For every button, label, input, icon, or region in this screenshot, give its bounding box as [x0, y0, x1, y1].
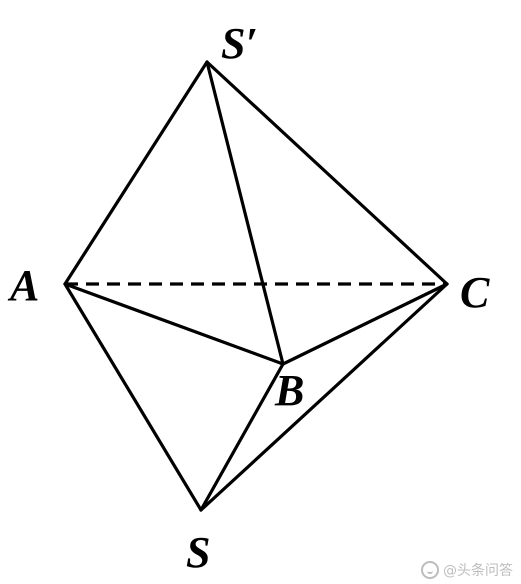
smiley-icon — [421, 561, 439, 579]
edge-b-c — [281, 282, 449, 366]
edge-sprime-a — [63, 60, 209, 286]
edge-a-b — [63, 282, 285, 366]
edge-s-b — [199, 362, 285, 512]
edge-a-s — [63, 282, 203, 512]
edge-s-c — [199, 282, 449, 512]
vertex-label-s-prime: S′ — [221, 19, 258, 68]
watermark-text: @头条问答 — [443, 563, 513, 579]
vertex-label-b: B — [274, 366, 304, 415]
vertex-label-s: S — [186, 528, 210, 577]
watermark: @头条问答 — [421, 560, 513, 580]
vertex-label-c: C — [460, 268, 490, 317]
edge-sprime-b — [205, 60, 285, 366]
edge-sprime-c — [205, 60, 449, 286]
vertex-label-a: A — [7, 261, 39, 310]
